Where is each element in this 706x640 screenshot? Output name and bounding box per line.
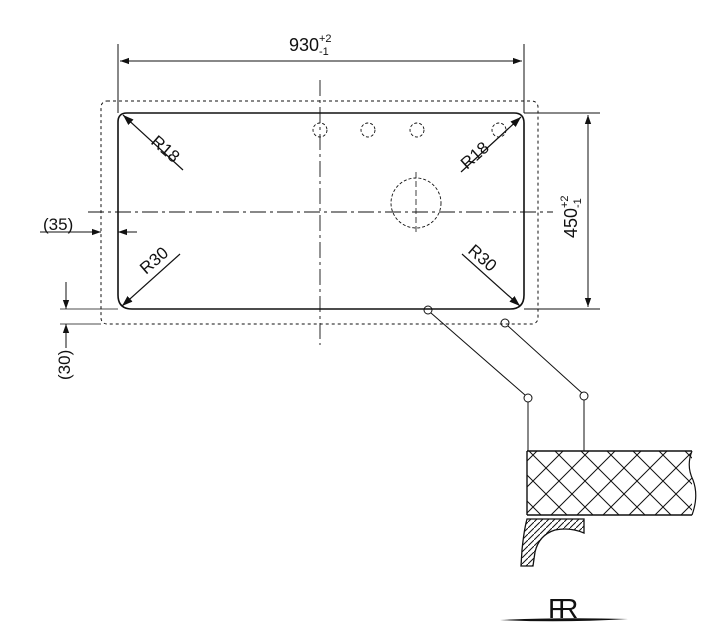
- radius-label-top-right: R18: [457, 138, 493, 173]
- width-tolerance-upper: +2: [319, 33, 332, 45]
- tap-hole-4: [491, 122, 507, 138]
- section-leader-b: [507, 325, 583, 394]
- radius-label-top-left: R18: [147, 132, 183, 167]
- section-leader-a: [430, 312, 526, 396]
- radius-label-bottom-left: R30: [136, 243, 172, 278]
- sink-outline: [117, 112, 525, 310]
- section-marker-b: [500, 318, 510, 328]
- tap-hole-1: [312, 122, 328, 138]
- radius-leader-top-right: [460, 116, 522, 173]
- section-marker-a: [423, 305, 433, 315]
- worktop-section: [526, 450, 697, 516]
- height-tolerance-upper: +2: [559, 195, 571, 208]
- width-tolerance-lower: -1: [319, 46, 329, 58]
- sink-edge-profile: [520, 518, 585, 567]
- side-offset-label: (35): [43, 215, 73, 234]
- radius-leader-top-left: [122, 114, 184, 171]
- width-value: 930: [289, 35, 319, 55]
- tap-hole-2: [360, 122, 376, 138]
- height-value: 450: [561, 208, 581, 238]
- bottom-offset-label: (30): [55, 350, 74, 380]
- outer-dashed-outline: [100, 100, 539, 325]
- radius-leader-bottom-right: [461, 253, 521, 307]
- brand-logo: FR: [500, 593, 628, 624]
- tap-hole-3: [409, 122, 425, 138]
- radius-leader-bottom-left: [121, 253, 181, 307]
- radius-label-bottom-right: R30: [464, 241, 500, 276]
- height-tolerance-lower: -1: [572, 198, 584, 208]
- section-marker-c: [523, 393, 533, 403]
- section-marker-d: [579, 391, 589, 401]
